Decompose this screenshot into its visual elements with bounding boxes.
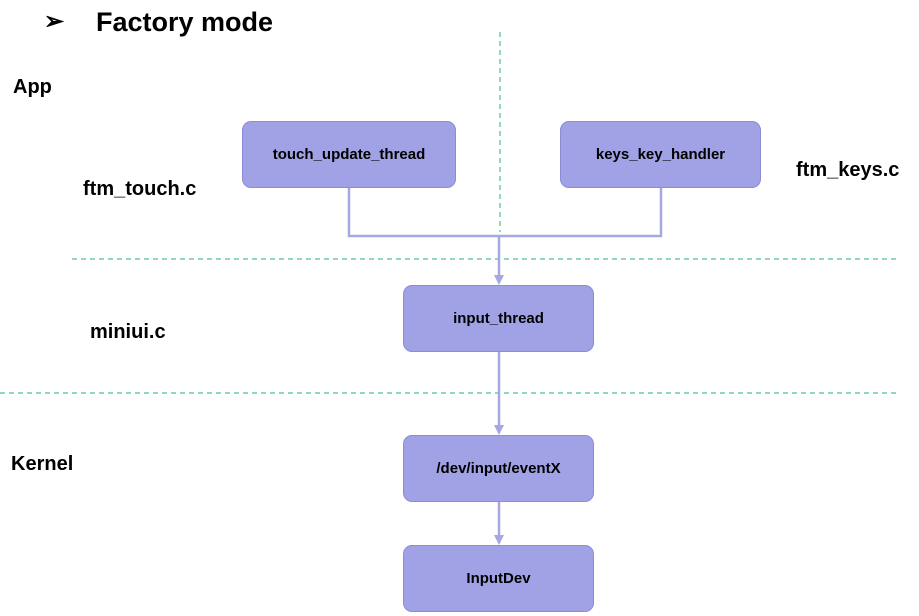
- node-keys-key-handler: keys_key_handler: [560, 121, 761, 188]
- node-touch-update-thread: touch_update_thread: [242, 121, 456, 188]
- layer-label-kernel: Kernel: [11, 453, 74, 475]
- node-input-thread: input_thread: [403, 285, 594, 352]
- file-label-ftm-touch: ftm_touch.c: [83, 178, 197, 200]
- file-label-miniui: miniui.c: [90, 321, 166, 343]
- connector-app-merge: [347, 188, 663, 238]
- node-dev-input-eventx: /dev/input/eventX: [403, 435, 594, 502]
- page-title: ➢ Factory mode: [44, 4, 273, 40]
- node-inputdev: InputDev: [403, 545, 594, 612]
- bullet-arrow-icon: ➢: [44, 8, 65, 35]
- layer-label-app: App: [13, 76, 52, 98]
- file-label-ftm-keys: ftm_keys.c: [796, 159, 900, 181]
- title-text: Factory mode: [96, 6, 274, 37]
